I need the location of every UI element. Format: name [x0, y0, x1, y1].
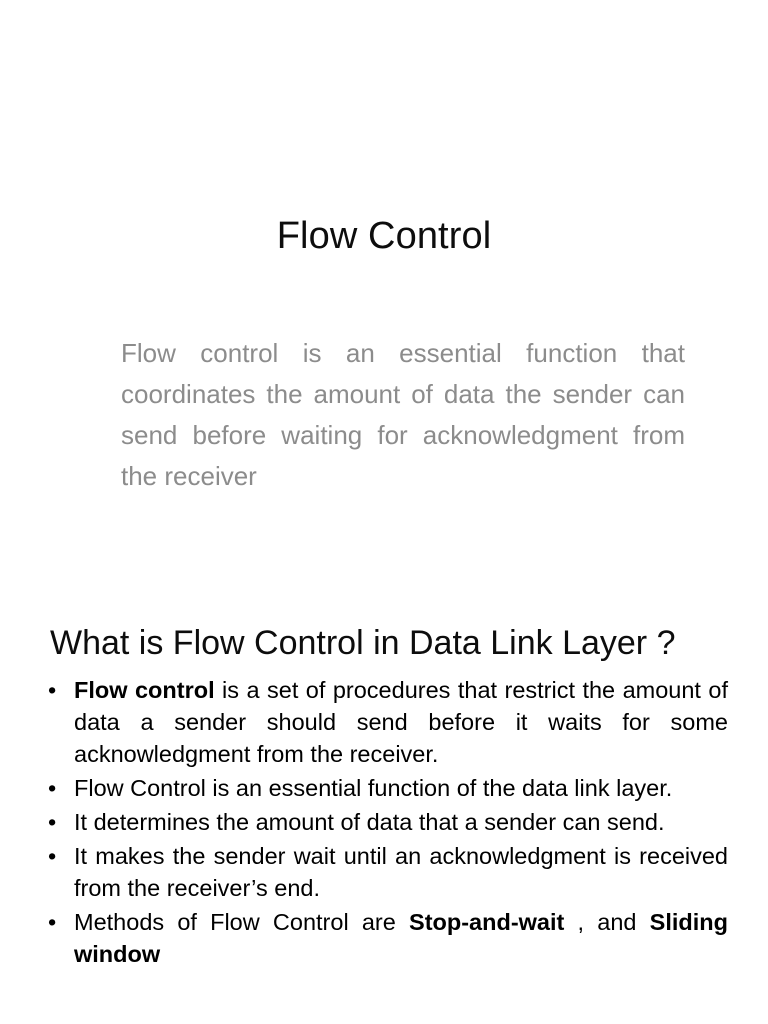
list-item: • Flow Control is an essential function …: [40, 772, 728, 804]
subtitle-paragraph: Flow control is an essential function th…: [121, 338, 685, 491]
page-title: Flow Control: [276, 215, 492, 257]
bullet-dot-icon: •: [48, 809, 57, 835]
list-item: • Methods of Flow Control are Stop-and-w…: [40, 906, 728, 970]
bullet-dot-icon: •: [48, 909, 57, 935]
bullet-dot-icon: •: [48, 775, 57, 801]
list-item-lead: Flow control: [74, 677, 215, 703]
list-item: • It determines the amount of data that …: [40, 806, 728, 838]
list-item: • It makes the sender wait until an ackn…: [40, 840, 728, 904]
list-item-text: It determines the amount of data that a …: [74, 809, 665, 835]
list-item-text: Methods of Flow Control are: [74, 909, 410, 935]
bullet-list: • Flow control is a set of procedures th…: [40, 674, 728, 972]
list-item: • Flow control is a set of procedures th…: [40, 674, 728, 770]
bullet-dot-icon: •: [48, 677, 57, 703]
list-item-emphasis-two: Sliding window: [74, 909, 728, 967]
list-item-text: Flow Control is an essential function of…: [74, 775, 673, 801]
list-item-emphasis: Stop-and-wait: [409, 909, 565, 935]
bullet-dot-icon: •: [48, 843, 57, 869]
list-item-text: It makes the sender wait until an acknow…: [74, 843, 728, 901]
section-heading: What is Flow Control in Data Link Layer …: [50, 624, 676, 662]
list-item-text: is a set of procedures that restrict the…: [74, 677, 728, 767]
list-item-text-mid: , and: [564, 909, 650, 935]
